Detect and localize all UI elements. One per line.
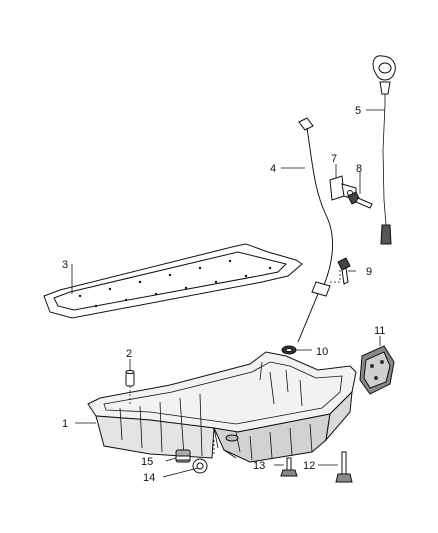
callout-15: 15 [141,456,153,468]
bolt-part-13 [280,457,298,477]
callout-8: 8 [356,163,362,175]
callout-9: 9 [366,266,372,278]
seal-part-10 [281,345,297,355]
callout-12: 12 [303,460,315,472]
callout-4: 4 [270,163,276,175]
callout-11: 11 [374,325,385,337]
callout-5: 5 [355,105,361,117]
dowel-part-2 [125,370,135,387]
callout-2: 2 [126,348,132,360]
dipstick-part-5 [372,55,396,245]
callout-13: 13 [253,460,265,472]
oil-pan-part-1 [87,351,357,463]
cover-part-11 [359,345,395,395]
dipstick-tube-part-4 [297,117,333,343]
bolt-part-9 [337,257,351,285]
callout-1: 1 [62,418,68,430]
callout-10: 10 [316,346,328,358]
drain-plug-part-15 [175,449,191,463]
callout-3: 3 [62,259,68,271]
gasket-part-3 [43,243,303,319]
callout-14: 14 [143,472,155,484]
washer-part-14 [192,458,208,474]
bolt-part-8 [347,191,373,209]
bolt-part-12 [335,451,353,483]
callout-7: 7 [331,153,337,165]
leader-lines [71,109,385,478]
